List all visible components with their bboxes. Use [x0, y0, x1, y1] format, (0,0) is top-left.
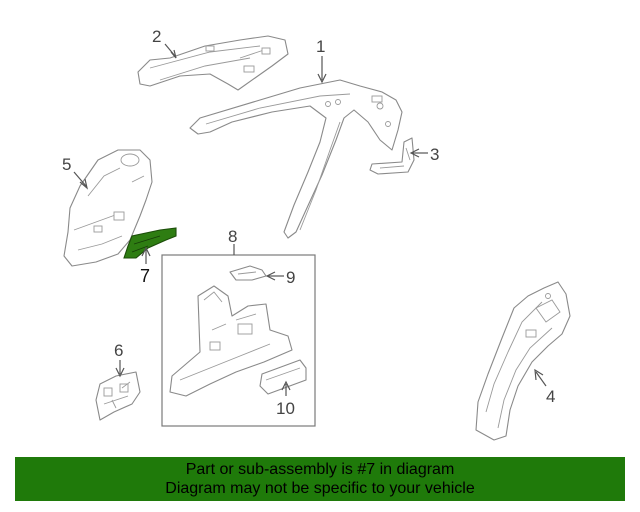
callout-6: 6	[114, 341, 123, 360]
callout-2: 2	[152, 27, 161, 46]
leader-2	[164, 43, 177, 59]
part-8-inner-panel[interactable]	[169, 285, 293, 397]
leader-1	[317, 56, 327, 84]
part-6-bracket-plate[interactable]	[95, 371, 141, 421]
part-1-pillar[interactable]	[189, 79, 403, 239]
leader-5	[73, 171, 88, 190]
part-7-highlighted-bracket[interactable]	[123, 227, 177, 259]
leader-9	[265, 271, 284, 281]
part-10-trim-strip[interactable]	[259, 359, 307, 395]
leader-3	[409, 148, 428, 158]
notice-line-1: Part or sub-assembly is #7 in diagram	[185, 461, 455, 478]
callout-8: 8	[228, 227, 237, 246]
callout-3: 3	[430, 145, 439, 164]
leader-7	[141, 246, 151, 264]
part-2-upper-rail[interactable]	[137, 35, 289, 91]
callout-9: 9	[286, 268, 295, 287]
callout-10: 10	[276, 399, 295, 418]
leader-10	[281, 380, 291, 396]
notice-line-2: Diagram may not be specific to your vehi…	[165, 480, 475, 497]
notice-banner: Part or sub-assembly is #7 in diagram Di…	[15, 457, 625, 501]
leader-6	[115, 360, 125, 378]
callout-4: 4	[546, 387, 555, 406]
part-5-wheelhouse-inner[interactable]	[63, 149, 153, 267]
part-8-assembly-box	[161, 254, 316, 427]
leader-4	[534, 368, 547, 387]
part-3-bracket[interactable]	[369, 137, 415, 175]
part-4-quarter-panel[interactable]	[475, 281, 571, 441]
callout-1: 1	[316, 37, 325, 56]
callout-5: 5	[62, 155, 71, 174]
parts-diagram: 2 1 3 5	[62, 27, 571, 441]
callout-7: 7	[140, 266, 150, 286]
part-9-clip[interactable]	[229, 265, 267, 281]
